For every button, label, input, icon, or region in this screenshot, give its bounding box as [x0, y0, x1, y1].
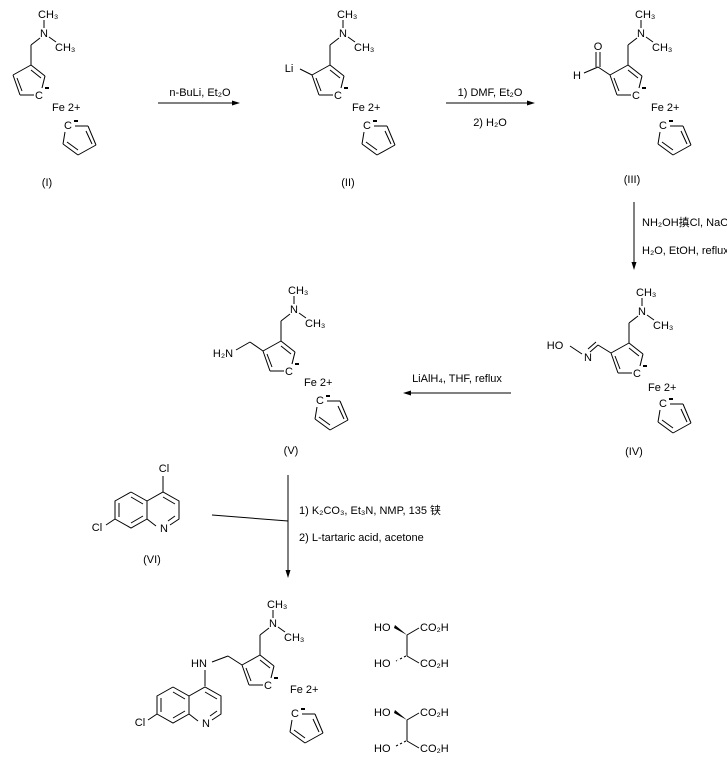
hydroxyl-label: HO	[374, 743, 391, 755]
methyl-label: CH₃	[653, 320, 673, 332]
methyl-label: CH₃	[305, 318, 325, 330]
iron-label: Fe 2+	[52, 102, 80, 114]
compound-i: C N CH₃ CH₃ Fe 2+ C (I)	[12, 9, 97, 189]
substituted-cyclopentadienyl: C N CH₃ CH₃	[311, 9, 374, 102]
methyl-label: CH₃	[55, 42, 75, 54]
carbanion-label: C	[632, 90, 640, 102]
reagent-label: 1) DMF, Et₂O	[458, 87, 523, 99]
tartaric-acid-2: HO CO₂H HO CO₂H	[374, 707, 449, 755]
compound-label: (III)	[624, 174, 641, 186]
lithium-label: Li	[285, 63, 294, 75]
reagent-label: 1) K₂CO₃, Et₃N, NMP, 135 铗	[299, 504, 441, 517]
carboxyl-label: CO₂H	[420, 707, 449, 719]
compound-label: (V)	[284, 445, 299, 457]
reagent-label: LiAlH₄, THF, reflux	[412, 373, 502, 385]
cyclopentadienyl-ring: C	[657, 120, 692, 156]
substituted-cyclopentadienyl: C N CH₃ CH₃	[262, 285, 325, 378]
compound-iii: C N CH₃ CH₃ O H Fe 2+ C (III)	[573, 9, 692, 186]
arrow-step-5: 1) K₂CO₃, Et₃N, NMP, 135 铗 2) L-tartaric…	[211, 475, 441, 578]
compound-label: (II)	[341, 177, 354, 189]
methyl-label: CH₃	[636, 287, 656, 299]
chlorine-label: Cl	[135, 717, 145, 729]
final-product: C N CH₃ CH₃ HN N Cl Fe 2+ C	[135, 599, 324, 744]
nitrogen-label: N	[638, 306, 646, 318]
nitrogen-label: N	[584, 352, 592, 364]
reagent-label: 2) L-tartaric acid, acetone	[299, 532, 424, 544]
amine-label: H₂N	[213, 348, 233, 360]
carbanion-label: C	[633, 368, 641, 380]
carbanion-label: C	[659, 398, 667, 410]
carbanion-label: C	[291, 708, 299, 720]
compound-iv: C N CH₃ CH₃ N HO Fe 2+ C (IV)	[547, 287, 692, 458]
iron-label: Fe 2+	[290, 684, 318, 696]
carbanion-label: C	[285, 366, 293, 378]
tartaric-acid-1: HO CO₂H HO CO₂H	[374, 622, 449, 670]
chlorine-label: Cl	[159, 463, 169, 475]
methyl-label: CH₃	[284, 632, 304, 644]
methyl-label: CH₃	[38, 9, 58, 21]
cyclopentadienyl-ring: C	[361, 120, 396, 156]
substituted-cyclopentadienyl: C N CH₃ CH₃	[12, 9, 75, 102]
carbanion-label: C	[316, 395, 324, 407]
substituted-cyclopentadienyl: C N CH₃ CH₃	[609, 9, 672, 102]
arrow-step-2: 1) DMF, Et₂O 2) H₂O	[446, 87, 535, 129]
nitrogen-label: N	[269, 618, 277, 630]
carbanion-label: C	[363, 120, 371, 132]
oxygen-label: O	[594, 41, 603, 53]
carbanion-label: C	[659, 120, 667, 132]
carbanion-label: C	[35, 90, 43, 102]
iron-label: Fe 2+	[304, 377, 332, 389]
reagent-label: 2) H₂O	[473, 117, 507, 129]
cyclopentadienyl-ring: C	[289, 708, 324, 744]
nitrogen-label: N	[339, 28, 347, 40]
amine-label: HN	[191, 658, 207, 670]
carboxyl-label: CO₂H	[420, 622, 449, 634]
compound-ii: C N CH₃ CH₃ Li Fe 2+ C (II)	[285, 9, 396, 189]
substituted-cyclopentadienyl: C N CH₃ CH₃	[610, 287, 673, 380]
arrow-step-4: LiAlH₄, THF, reflux	[403, 373, 511, 396]
iron-label: Fe 2+	[648, 382, 676, 394]
hydroxyl-label: HO	[374, 658, 391, 670]
compound-label: (VI)	[143, 554, 161, 566]
chlorine-label: Cl	[92, 522, 102, 534]
reagent-label: H₂O, EtOH, reflux	[642, 245, 727, 257]
nitrogen-label: N	[290, 304, 298, 316]
cyclopentadienyl-ring: C	[62, 120, 97, 156]
carboxyl-label: CO₂H	[420, 743, 449, 755]
compound-label: (I)	[42, 177, 52, 189]
iron-label: Fe 2+	[651, 102, 679, 114]
cyclopentadienyl-ring: C	[314, 395, 349, 431]
nitrogen-label: N	[40, 28, 48, 40]
carboxyl-label: CO₂H	[420, 658, 449, 670]
arrow-step-1: n-BuLi, Et₂O	[158, 87, 240, 106]
methyl-label: CH₃	[267, 599, 287, 611]
compound-vi: N Cl Cl (VI)	[92, 463, 180, 566]
carbanion-label: C	[64, 120, 72, 132]
hydroxyl-label: HO	[374, 707, 391, 719]
methyl-label: CH₃	[652, 42, 672, 54]
nitrogen-label: N	[202, 718, 210, 730]
reagent-label: n-BuLi, Et₂O	[169, 87, 231, 99]
methyl-label: CH₃	[337, 9, 357, 21]
nitrogen-label: N	[637, 28, 645, 40]
nitrogen-label: N	[160, 523, 168, 535]
methyl-label: CH₃	[635, 9, 655, 21]
hydroxyl-label: HO	[374, 622, 391, 634]
substituted-cyclopentadienyl: C N CH₃ CH₃	[241, 599, 304, 692]
methyl-label: CH₃	[354, 42, 374, 54]
carbanion-label: C	[334, 90, 342, 102]
methyl-label: CH₃	[288, 285, 308, 297]
cyclopentadienyl-ring: C	[657, 398, 692, 434]
compound-v: C N CH₃ CH₃ H₂N Fe 2+ C (V)	[213, 285, 349, 457]
hydroxyl-label: HO	[547, 340, 564, 352]
iron-label: Fe 2+	[352, 102, 380, 114]
compound-label: (IV)	[625, 446, 643, 458]
carbanion-label: C	[264, 680, 272, 692]
hydrogen-label: H	[573, 70, 581, 82]
